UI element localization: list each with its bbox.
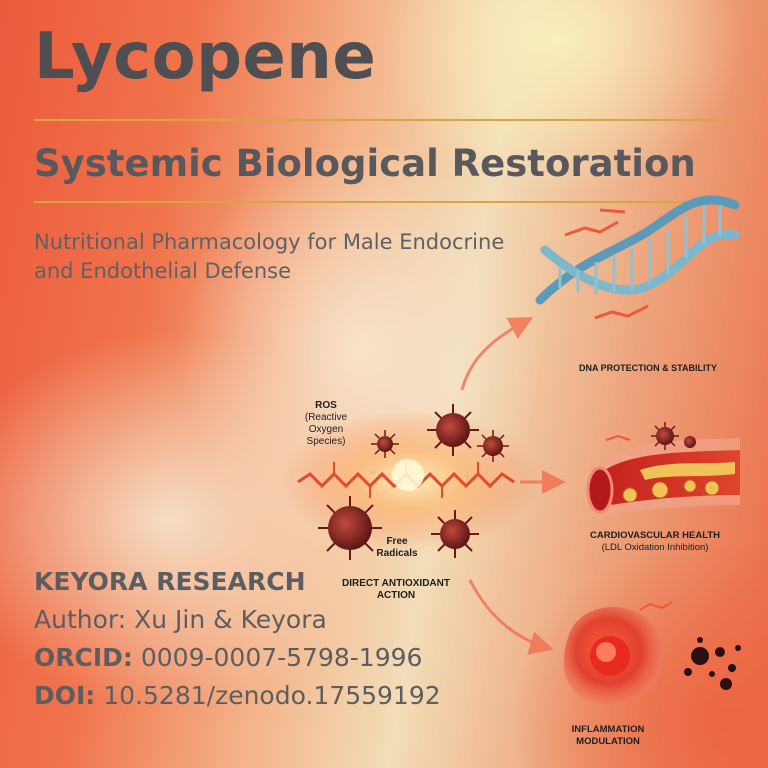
ros-label-title: ROS	[315, 400, 337, 411]
subtitle: Systemic Biological Restoration	[34, 142, 696, 185]
direct-antioxidant-line-1: DIRECT ANTIOXIDANT	[342, 578, 450, 589]
author-label: Author:	[34, 605, 127, 634]
author-value: Xu Jin & Keyora	[134, 605, 327, 634]
free-radicals-label: Free Radicals	[372, 536, 422, 560]
orcid-label: ORCID:	[34, 643, 133, 672]
orcid-value[interactable]: 0009-0007-5798-1996	[140, 643, 423, 672]
orcid-line: ORCID: 0009-0007-5798-1996	[34, 639, 441, 677]
bottom-divider	[34, 201, 734, 203]
ros-label-line-3: Species)	[306, 436, 346, 447]
lycopene-molecule-icon	[297, 459, 515, 498]
free-radicals-line-1: Free	[386, 536, 408, 547]
dna-helix-icon	[535, 195, 740, 320]
cardiovascular-sublabel: (LDL Oxidation Inhibition)	[601, 542, 709, 553]
ros-virus-icon	[318, 404, 509, 560]
cardiovascular-title: CARDIOVASCULAR HEALTH	[589, 530, 720, 541]
direct-antioxidant-label: DIRECT ANTIOXIDANT ACTION	[330, 578, 462, 602]
ros-label-line-2: (Reactive Oxygen	[304, 412, 348, 435]
cardiovascular-label: CARDIOVASCULAR HEALTH (LDL Oxidation Inh…	[560, 530, 750, 554]
page-title: Lycopene	[34, 20, 377, 94]
tagline-line-1: Nutritional Pharmacology for Male Endocr…	[34, 230, 505, 254]
inflammation-line-1: INFLAMMATION	[571, 724, 645, 735]
inflammation-label: INFLAMMATION MODULATION	[550, 724, 666, 748]
inflammation-line-2: MODULATION	[576, 736, 640, 747]
tagline: Nutritional Pharmacology for Male Endocr…	[34, 228, 504, 286]
doi-line: DOI: 10.5281/zenodo.17559192	[34, 677, 441, 715]
direct-antioxidant-line-2: ACTION	[376, 590, 416, 601]
ros-label: ROS (Reactive Oxygen Species)	[290, 400, 362, 448]
doi-label: DOI:	[34, 681, 96, 710]
tagline-line-2: and Endothelial Defense	[34, 259, 292, 283]
top-divider	[34, 119, 734, 121]
blood-vessel-icon	[586, 422, 740, 515]
doi-value[interactable]: 10.5281/zenodo.17559192	[103, 681, 441, 710]
free-radicals-line-2: Radicals	[376, 548, 418, 559]
inflamed-cell-icon	[563, 601, 741, 706]
credits-block: KEYORA RESEARCH Author: Xu Jin & Keyora …	[34, 563, 441, 715]
author-line: Author: Xu Jin & Keyora	[34, 601, 441, 639]
dna-protection-label: DNA PROTECTION & STABILITY	[579, 363, 717, 373]
organization-name: KEYORA RESEARCH	[34, 567, 306, 596]
